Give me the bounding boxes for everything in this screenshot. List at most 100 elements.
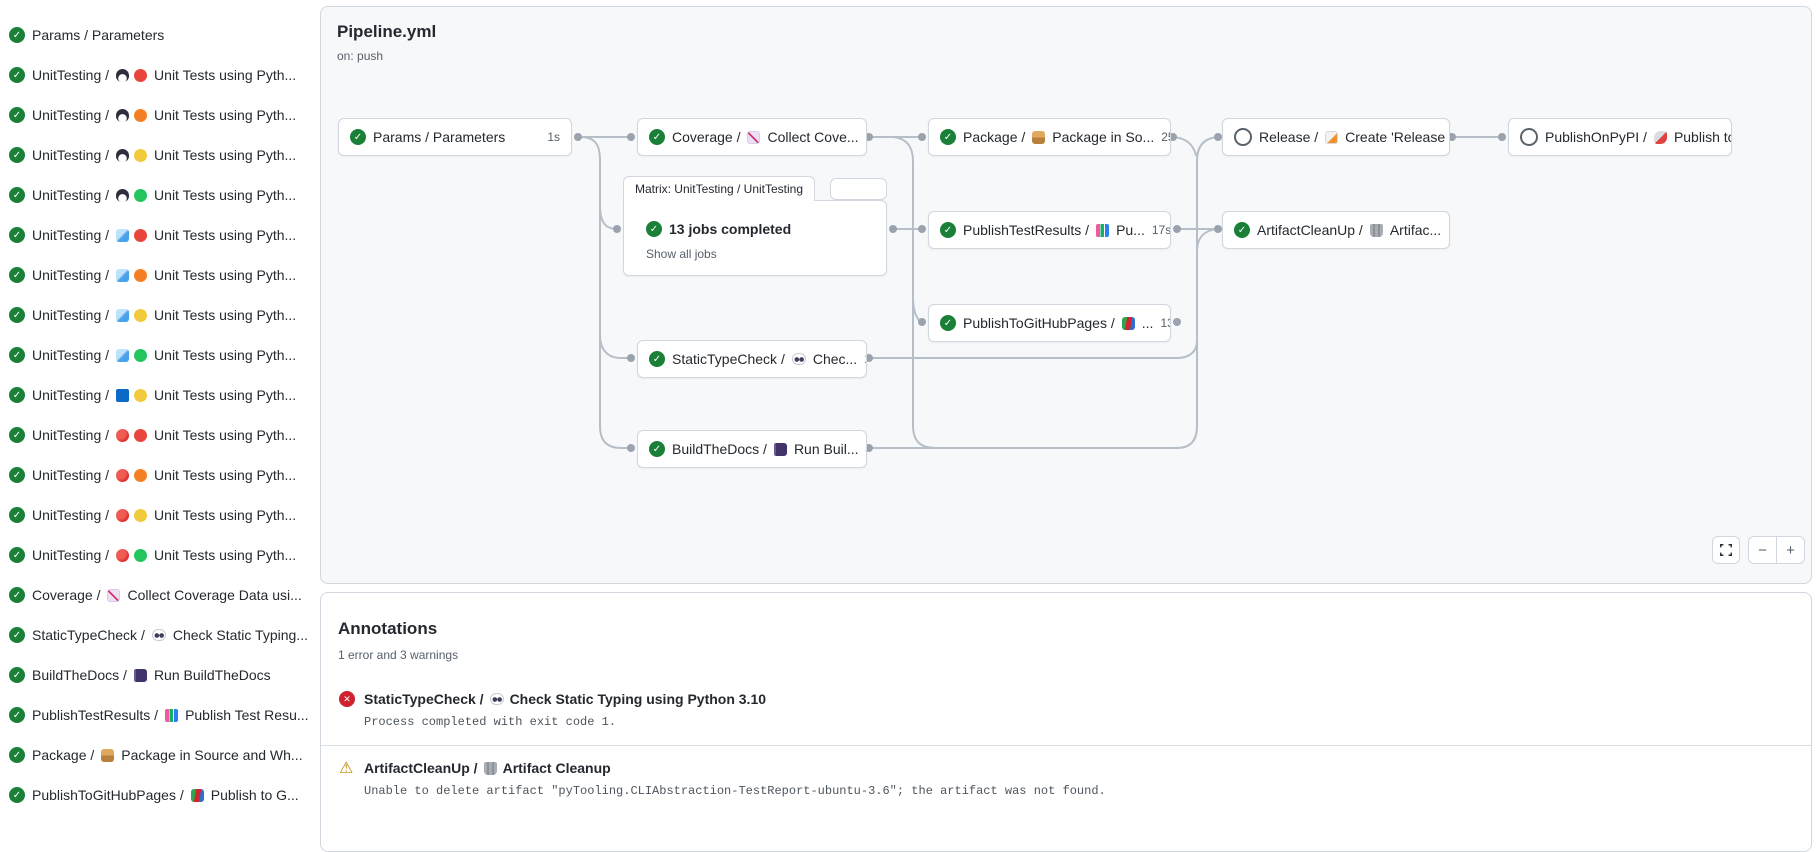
node-text-before: Coverage / — [672, 129, 741, 145]
annotations-panel: Annotations 1 error and 3 warnings Stati… — [320, 592, 1812, 852]
zoom-in-button[interactable]: + — [1786, 541, 1795, 559]
node-text-before: Params / Parameters — [373, 129, 506, 145]
annotation-job-link[interactable]: StaticTypeCheck / Check Static Typing us… — [364, 691, 766, 707]
sidebar-job-item[interactable]: UnitTesting / Unit Tests using Pyth... — [0, 375, 318, 415]
graph-node-artifactcleanup[interactable]: ArtifactCleanUp / Artifac... 3s — [1222, 211, 1450, 249]
dot-red-icon — [134, 68, 148, 82]
sidebar-job-item[interactable]: PublishTestResults / Publish Test Resu..… — [0, 695, 318, 735]
sidebar-job-item[interactable]: UnitTesting / Unit Tests using Pyth... — [0, 55, 318, 95]
success-check-icon — [9, 667, 25, 683]
graph-node-buildthedocs[interactable]: BuildTheDocs / Run Buil... 47s — [637, 430, 867, 468]
graph-node-publishtestresults[interactable]: PublishTestResults / Pu... 17s — [928, 211, 1171, 249]
sidebar-job-item[interactable]: BuildTheDocs / Run BuildTheDocs — [0, 655, 318, 695]
sidebar-job-item[interactable]: Package / Package in Source and Wh... — [0, 735, 318, 775]
success-check-icon — [9, 267, 25, 283]
zoom-out-button[interactable]: − — [1749, 537, 1777, 563]
graph-node-coverage[interactable]: Coverage / Collect Cove... 25s — [637, 118, 867, 156]
job-prefix: PublishToGitHubPages / — [32, 787, 184, 803]
success-check-icon — [9, 307, 25, 323]
sidebar-job-item[interactable]: Params / Parameters — [0, 15, 318, 55]
success-check-icon — [649, 351, 665, 367]
node-duration: 1s — [547, 130, 560, 144]
node-text-after: Collect Cove... — [767, 129, 859, 145]
graph-node-publishonpypi[interactable]: PublishOnPyPI / Publish to ... — [1508, 118, 1732, 156]
success-check-icon — [9, 467, 25, 483]
sidebar-job-item[interactable]: UnitTesting / Unit Tests using Pyth... — [0, 295, 318, 335]
sidebar-job-item[interactable]: UnitTesting / Unit Tests using Pyth... — [0, 215, 318, 255]
success-check-icon — [649, 129, 665, 145]
sidebar-job-item[interactable]: UnitTesting / Unit Tests using Pyth... — [0, 175, 318, 215]
job-icons — [116, 268, 148, 282]
node-text-after: ... — [1141, 315, 1154, 331]
show-all-jobs-link[interactable]: Show all jobs — [646, 247, 717, 261]
annotation-title-after: Check Static Typing using Python 3.10 — [509, 691, 767, 707]
ice-cube-icon — [116, 348, 130, 362]
sidebar-job-item[interactable]: UnitTesting / Unit Tests using Pyth... — [0, 95, 318, 135]
graph-node-package[interactable]: Package / Package in So... 25s — [928, 118, 1171, 156]
success-check-icon — [9, 67, 25, 83]
sidebar-job-item[interactable]: UnitTesting / Unit Tests using Pyth... — [0, 335, 318, 375]
job-icons — [190, 788, 204, 802]
success-check-icon — [350, 129, 366, 145]
books-icon — [190, 788, 204, 802]
job-prefix: StaticTypeCheck / — [32, 627, 145, 643]
job-prefix: Coverage / — [32, 587, 101, 603]
success-check-icon — [9, 227, 25, 243]
job-label: Unit Tests using Pyth... — [154, 547, 297, 563]
job-label: Unit Tests using Pyth... — [154, 387, 297, 403]
dot-orange-icon — [134, 268, 148, 282]
sidebar-job-item[interactable]: UnitTesting / Unit Tests using Pyth... — [0, 455, 318, 495]
bar-chart-icon — [1096, 223, 1110, 237]
job-icons — [116, 188, 148, 202]
dot-green-icon — [134, 348, 148, 362]
job-label: Unit Tests using Pyth... — [154, 507, 297, 523]
success-check-icon — [9, 627, 25, 643]
node-text-after: Pu... — [1116, 222, 1145, 238]
job-icons — [116, 108, 148, 122]
node-duration: 47s — [866, 442, 867, 456]
apple-icon — [116, 428, 130, 442]
apple-icon — [116, 468, 130, 482]
node-text-before: Package / — [963, 129, 1026, 145]
sidebar-job-item[interactable]: UnitTesting / Unit Tests using Pyth... — [0, 495, 318, 535]
graph-node-statictypecheck[interactable]: StaticTypeCheck / Chec... 13s — [637, 340, 867, 378]
wastebasket-icon — [1369, 223, 1383, 237]
sidebar-job-item[interactable]: PublishToGitHubPages / Publish to G... — [0, 775, 318, 815]
sidebar-job-item[interactable]: UnitTesting / Unit Tests using Pyth... — [0, 255, 318, 295]
matrix-group-card[interactable]: 13 jobs completed Show all jobs — [623, 200, 887, 276]
chart-increasing-icon — [747, 130, 761, 144]
annotation-title-before: StaticTypeCheck / — [364, 691, 484, 707]
matrix-tab[interactable]: Matrix: UnitTesting / UnitTesting — [623, 176, 815, 201]
job-prefix: UnitTesting / — [32, 107, 110, 123]
job-prefix: BuildTheDocs / — [32, 667, 127, 683]
graph-node-publishtogithubpages[interactable]: PublishToGitHubPages / ... 13s — [928, 304, 1171, 342]
graph-node-params[interactable]: Params / Parameters 1s — [338, 118, 572, 156]
job-label: Collect Coverage Data usi... — [127, 587, 302, 603]
notebook-icon — [773, 442, 787, 456]
fullscreen-icon — [1720, 544, 1732, 556]
dot-red-icon — [134, 228, 148, 242]
eyes-icon — [791, 353, 806, 365]
sidebar-job-item[interactable]: UnitTesting / Unit Tests using Pyth... — [0, 535, 318, 575]
success-check-icon — [9, 347, 25, 363]
node-text-before: PublishToGitHubPages / — [963, 315, 1115, 331]
fullscreen-button[interactable] — [1712, 536, 1740, 564]
job-label: Unit Tests using Pyth... — [154, 427, 297, 443]
sidebar-job-item[interactable]: UnitTesting / Unit Tests using Pyth... — [0, 415, 318, 455]
node-text-before: Release / — [1259, 129, 1319, 145]
sidebar-job-item[interactable]: StaticTypeCheck / Check Static Typing... — [0, 615, 318, 655]
success-check-icon — [646, 221, 662, 237]
annotations-title: Annotations — [338, 619, 438, 638]
success-check-icon — [9, 427, 25, 443]
sidebar-job-item[interactable]: UnitTesting / Unit Tests using Pyth... — [0, 135, 318, 175]
package-icon — [1032, 130, 1046, 144]
graph-node-release[interactable]: Release / Create 'Release P... — [1222, 118, 1450, 156]
workflow-run-page: { "colors":{"success_green":"#1a7f37","e… — [0, 0, 1818, 815]
node-text-before: PublishTestResults / — [963, 222, 1090, 238]
warning-icon — [339, 760, 353, 776]
success-check-icon — [9, 507, 25, 523]
sidebar-job-item[interactable]: Coverage / Collect Coverage Data usi... — [0, 575, 318, 615]
annotation-job-link[interactable]: ArtifactCleanUp / Artifact Cleanup — [364, 760, 611, 776]
job-label: Publish Test Resu... — [185, 707, 309, 723]
error-icon — [339, 691, 355, 707]
